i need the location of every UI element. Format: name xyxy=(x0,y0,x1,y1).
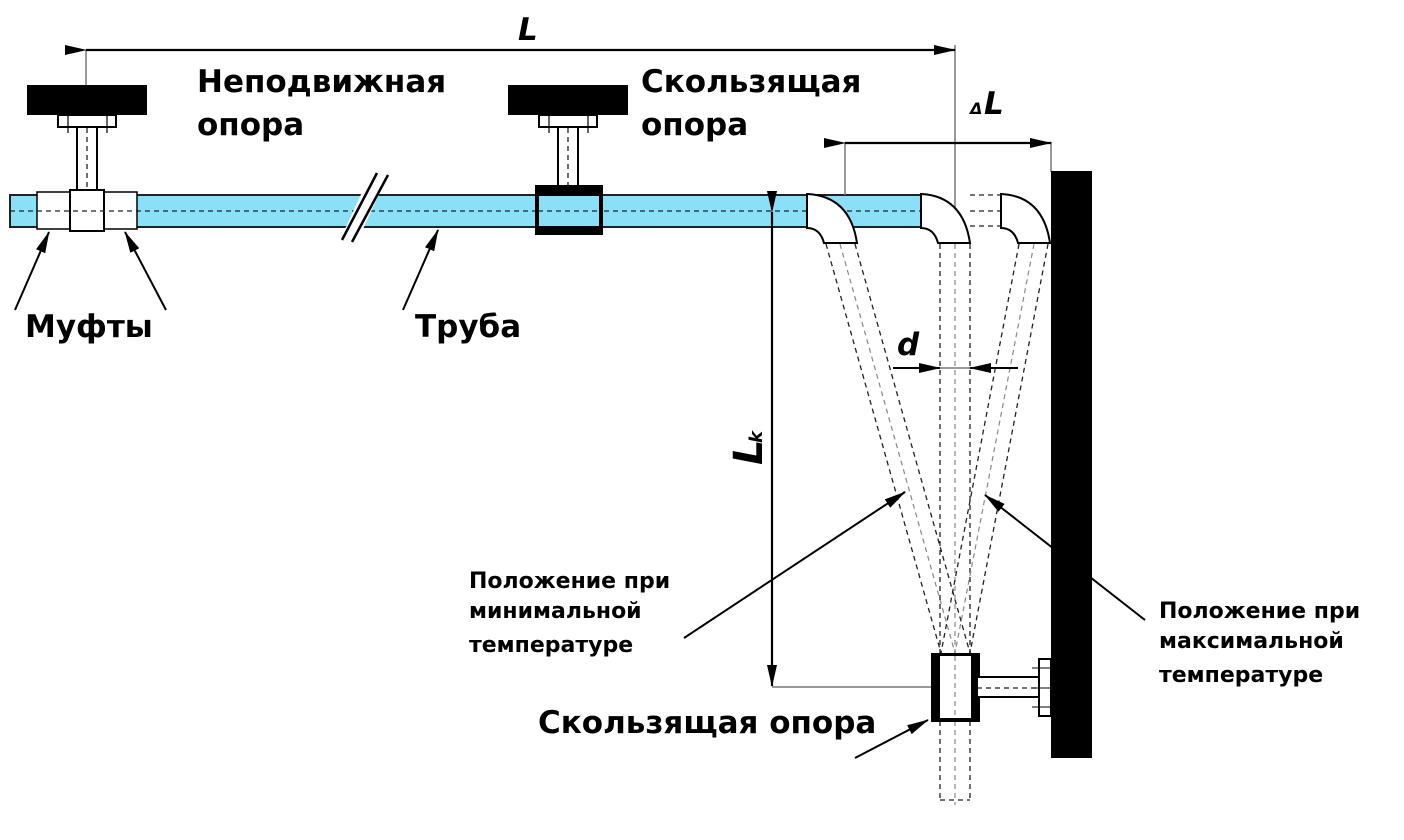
wall xyxy=(1051,171,1092,758)
elbow-max xyxy=(1000,192,1052,244)
elbow-min xyxy=(806,192,859,244)
label-max-temp-3: температуре xyxy=(1159,663,1323,688)
label-max-temp-2: максимальной xyxy=(1159,629,1344,654)
label-sliding-support-top-2: опора xyxy=(641,107,748,143)
pipe-break-mark xyxy=(339,172,390,243)
sliding-support-top xyxy=(508,85,628,235)
fixed-support xyxy=(27,85,147,191)
label-max-temp-1: Положение при xyxy=(1159,599,1360,624)
label-min-temp-2: минимальной xyxy=(469,599,642,624)
label-min-temp-3: температуре xyxy=(469,633,633,658)
dimension-L: L xyxy=(65,12,956,240)
label-delta: Δ xyxy=(968,99,982,118)
label-Lk: L xyxy=(726,440,772,466)
sliding-support-bottom xyxy=(931,653,1052,722)
dimension-Lk: L k xyxy=(726,191,932,688)
label-d: d xyxy=(897,327,920,363)
label-sliding-support-bottom: Скользящая опора xyxy=(538,705,876,741)
label-delta-L: L xyxy=(984,86,1004,122)
label-pipe: Труба xyxy=(415,309,521,345)
dimension-d: d xyxy=(893,327,1018,373)
elbow-mid xyxy=(920,192,1002,244)
label-sliding-support-top-1: Скользящая xyxy=(641,64,861,100)
riser-positions xyxy=(825,243,1049,805)
label-Lk-sub: k xyxy=(746,430,767,443)
label-L: L xyxy=(518,12,538,48)
couplings xyxy=(36,189,138,232)
fixed-support-plate xyxy=(27,85,147,115)
dimension-delta-L: Δ L xyxy=(824,86,1052,195)
label-fixed-support-1: Неподвижная xyxy=(197,64,446,100)
label-min-temp-1: Положение при xyxy=(469,569,670,594)
leader-lines xyxy=(14,229,1146,759)
label-couplings: Муфты xyxy=(25,309,153,345)
main-pipe xyxy=(9,194,923,228)
label-fixed-support-2: опора xyxy=(197,107,304,143)
